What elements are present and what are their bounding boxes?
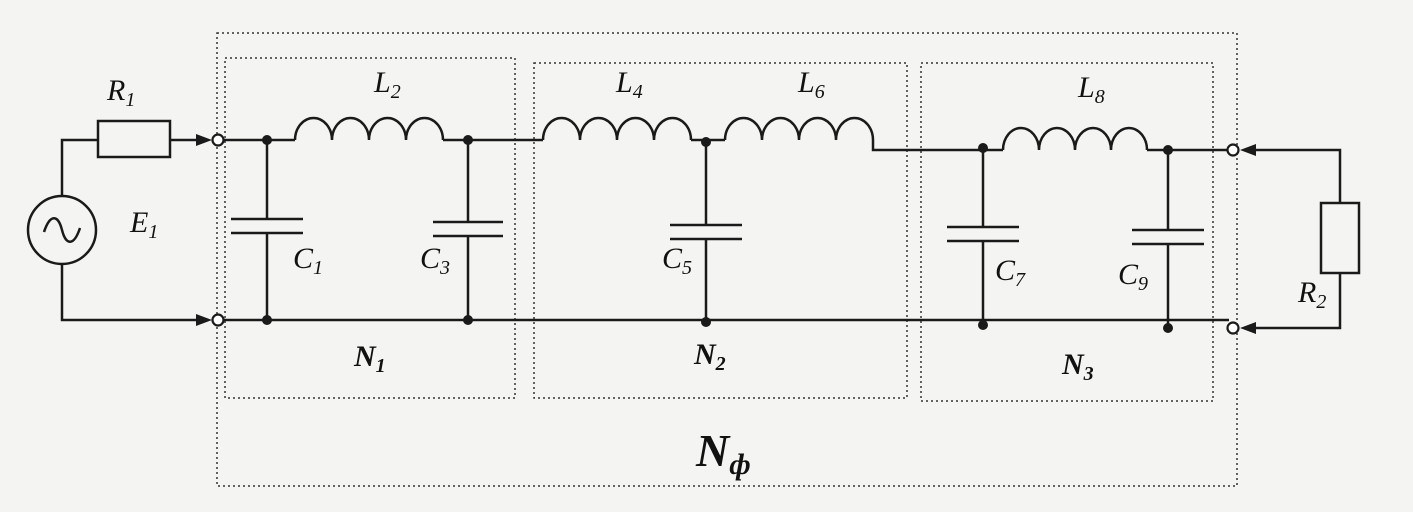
wire-top-d: [871, 140, 1003, 152]
label-r2: R2: [1297, 276, 1326, 313]
wire-source-bottom: [60, 264, 200, 322]
label-c9: C9: [1118, 258, 1148, 295]
junction-c3-bottom: [463, 315, 473, 325]
junction-c1-bottom: [262, 315, 272, 325]
capacitor-c3: [433, 140, 503, 320]
label-l8: L8: [1077, 71, 1105, 108]
inductor-l4: [541, 116, 693, 141]
box-n2: [533, 62, 908, 399]
inductor-l6: [723, 116, 875, 141]
junction-c9-bottom: [1163, 323, 1173, 333]
label-n1: N1: [353, 340, 386, 377]
terminal-in-bottom: [211, 313, 225, 327]
capacitor-c5: [670, 140, 742, 320]
label-n2: N2: [693, 338, 726, 375]
junction-c1-top: [262, 135, 272, 145]
label-c7: C7: [995, 254, 1026, 291]
junction-c5-top: [701, 137, 711, 147]
source-e1: [26, 194, 98, 266]
wire-load-bottom: [1252, 273, 1342, 330]
label-nf: Nф: [695, 425, 751, 481]
capacitor-c7: [947, 150, 1019, 325]
label-c3: C3: [420, 242, 450, 279]
label-c5: C5: [662, 242, 692, 279]
box-nf: [216, 32, 1238, 487]
junction-c7-top: [978, 143, 988, 153]
inductor-l2: [293, 116, 445, 141]
box-n1: [224, 57, 516, 399]
label-l6: L6: [797, 66, 825, 103]
label-c1: C1: [293, 242, 323, 279]
label-e1: E1: [129, 206, 158, 243]
junction-c5-bottom: [701, 317, 711, 327]
resistor-r1: [96, 119, 172, 159]
junction-c7-bottom: [978, 320, 988, 330]
label-n3: N3: [1061, 348, 1094, 385]
box-n3: [920, 62, 1214, 402]
wire-source-top: [60, 138, 98, 196]
terminal-in-top: [211, 133, 225, 147]
wire-load-top: [1252, 148, 1342, 203]
junction-c9-top: [1163, 145, 1173, 155]
terminal-out-bottom: [1226, 321, 1240, 335]
arrow-top-in: [196, 134, 212, 146]
inductor-l8: [1001, 126, 1149, 151]
resistor-r2: [1319, 201, 1361, 275]
arrow-load-bottom: [1240, 322, 1256, 334]
arrow-load-top: [1240, 144, 1256, 156]
label-l4: L4: [615, 66, 643, 103]
label-l2: L2: [373, 66, 401, 103]
terminal-out-top: [1226, 143, 1240, 157]
capacitor-c9: [1132, 150, 1204, 328]
arrow-bottom-in: [196, 314, 212, 326]
capacitor-c1: [231, 140, 303, 320]
label-r1: R1: [106, 74, 135, 111]
junction-c3-top: [463, 135, 473, 145]
